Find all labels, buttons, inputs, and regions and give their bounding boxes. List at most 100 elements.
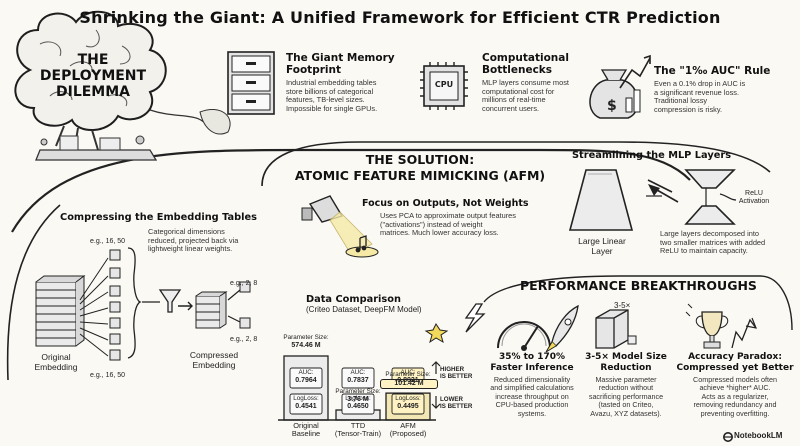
memory-desc-line: store billions of categorical	[286, 86, 374, 96]
solution-outline	[261, 141, 771, 187]
paradox-desc-line: preventing overfitting.	[700, 408, 770, 418]
logloss-box-2	[391, 393, 425, 415]
size-desc-line: Massive parameter	[595, 375, 657, 384]
brand-label: NotebookLM	[734, 431, 783, 440]
category-line: Original	[293, 421, 319, 430]
paradox-desc-line: removing redundancy and	[693, 400, 777, 410]
memory-title-line2: Footprint	[286, 64, 341, 76]
inference-title-line: 35% to 170%	[498, 352, 566, 362]
compute-title: Computational Bottlenecks	[482, 52, 600, 76]
inference-desc-line: and simplified calculations	[490, 383, 574, 393]
higher-arrow-icon	[431, 361, 441, 374]
memory-title: The Giant Memory Footprint	[286, 52, 412, 76]
auc-label: AUC:	[400, 369, 416, 376]
relu-label-line: Activation	[738, 198, 770, 205]
comparison-title: Data Comparison	[306, 294, 401, 305]
lower-better-label: LOWER IS BETTER	[440, 396, 484, 410]
embedding-desc-line: reduced, projected back via	[148, 235, 239, 245]
size-desc-line: (tasted on Criteo,	[598, 400, 654, 410]
param-value: 574.46 M	[291, 342, 321, 349]
brain-cloud-icon	[14, 10, 231, 161]
embedding-eg-r2: e.g., 2, 8	[230, 336, 258, 343]
size-block: 3-5× Model Size Reduction Massive parame…	[578, 352, 674, 418]
param-label: Parameter Size:	[385, 371, 431, 379]
paradox-desc-line: Acts as a regularizer,	[701, 391, 769, 401]
auc-value: 0.8021	[397, 377, 419, 384]
large-layer-label-line: Layer	[591, 246, 613, 256]
memory-desc-line: Impossible for single GPUs.	[286, 103, 378, 113]
lower-better-line: LOWER	[440, 396, 464, 403]
category-line: Baseline	[291, 429, 321, 438]
inference-title-line: Faster Inference	[490, 362, 574, 373]
solution-line1: THE SOLUTION:	[365, 152, 475, 167]
auc-box-1	[341, 367, 375, 389]
compressed-embedding-label: Compressed Embedding	[178, 350, 250, 370]
higher-better-label: HIGHER IS BETTER	[440, 366, 484, 380]
paradox-title: Accuracy Paradox: Compressed yet Better	[676, 352, 794, 373]
compute-section: Computational Bottlenecks MLP layers con…	[482, 52, 600, 113]
inference-desc: Reduced dimensionality and simplified ca…	[486, 375, 578, 418]
inference-title: 35% to 170% Faster Inference	[486, 352, 578, 373]
param-value: 3.76 M	[347, 396, 369, 403]
mini-cubes-icon	[109, 249, 121, 361]
auc-rule-title: The "1‰ AUC" Rule	[654, 65, 771, 77]
memory-desc-line: Industrial embedding tables	[286, 78, 377, 87]
original-embedding-line: Embedding	[34, 362, 78, 372]
cpu-chip-label: CPU	[434, 80, 454, 89]
lower-better-line: IS BETTER	[440, 403, 473, 410]
embedding-diagram-icon	[35, 247, 251, 361]
large-layer-label: Large Linear Layer	[562, 236, 642, 256]
auc-value: 0.7964	[295, 377, 317, 384]
size-desc: Massive parameter reduction without sacr…	[578, 375, 674, 418]
category-line: TTD	[350, 421, 366, 430]
mlp-desc-line: ReLU to maintain capacity.	[660, 246, 748, 256]
auc-rule-desc-line: a significant revenue loss.	[654, 87, 740, 97]
comparison-subtitle: (Criteo Dataset, DeepFM Model)	[306, 305, 422, 314]
original-stack-icon	[35, 275, 86, 347]
auc-value: 0.7837	[347, 377, 369, 384]
dilemma-line2: DEPLOYMENT	[39, 68, 147, 84]
focus-desc: Uses PCA to approximate output features …	[362, 211, 562, 238]
inference-desc-line: increase throughput on	[495, 391, 569, 401]
focus-title: Focus on Outputs, Not Weights	[362, 198, 529, 209]
logloss-box-0	[289, 393, 323, 415]
cube-icon	[595, 309, 637, 349]
auc-box-0	[289, 367, 323, 389]
bottom-curve	[6, 204, 61, 381]
dilemma-title: THE DEPLOYMENT DILEMMA	[38, 52, 148, 100]
comparison-header: Data Comparison (Criteo Dataset, DeepFM …	[306, 294, 476, 314]
logloss-value: 0.4650	[347, 403, 369, 410]
relu-label-line: ReLU	[745, 190, 763, 197]
dilemma-line3: DILEMMA	[55, 84, 130, 100]
memory-desc-line: features, TB-level sizes.	[286, 95, 365, 105]
paradox-desc-line: achieve *higher* AUC.	[699, 383, 771, 393]
trophy-icon	[685, 303, 757, 349]
inference-desc-line: systems.	[517, 408, 547, 418]
size-desc-line: Avazu, XYZ datasets).	[590, 408, 662, 418]
original-embedding-label: Original Embedding	[26, 352, 86, 372]
embedding-desc: Categorical dimensions reduced, projecte…	[148, 227, 278, 254]
rocket-icon	[545, 304, 579, 353]
inference-desc-line: Reduced dimensionality	[493, 375, 571, 384]
small-matrix-top	[684, 169, 736, 189]
paradox-title-line: Accuracy Paradox:	[688, 352, 782, 362]
embedding-eg-bottom: e.g., 16, 50	[90, 372, 126, 379]
paradox-desc: Compressed models often achieve *higher*…	[676, 375, 794, 418]
money-bag-icon: $	[589, 54, 651, 119]
paradox-desc-line: Compressed models often	[693, 375, 777, 384]
embedding-title: Compressing the Embedding Tables	[60, 212, 257, 223]
compute-desc: MLP layers consume most computational co…	[482, 78, 600, 113]
mlp-desc-line: two smaller matrices with added	[660, 237, 766, 247]
relu-label: ReLU Activation	[728, 190, 780, 206]
compute-title-line1: Computational	[482, 52, 569, 64]
compute-desc-line: computational cost for	[482, 86, 555, 96]
size-badge: 3-5×	[614, 301, 631, 310]
memory-title-line1: The Giant Memory	[286, 52, 395, 64]
solution-title: THE SOLUTION: ATOMIC FEATURE MIMICKING (…	[270, 152, 570, 184]
param-label: Parameter Size:	[335, 388, 381, 395]
auc-rule-desc: Even a 0.1% drop in AUC is a significant…	[654, 79, 794, 114]
large-layer-shape	[568, 169, 634, 231]
mlp-diagram-icon	[568, 169, 737, 231]
size-desc-line: reduction without	[598, 383, 654, 393]
